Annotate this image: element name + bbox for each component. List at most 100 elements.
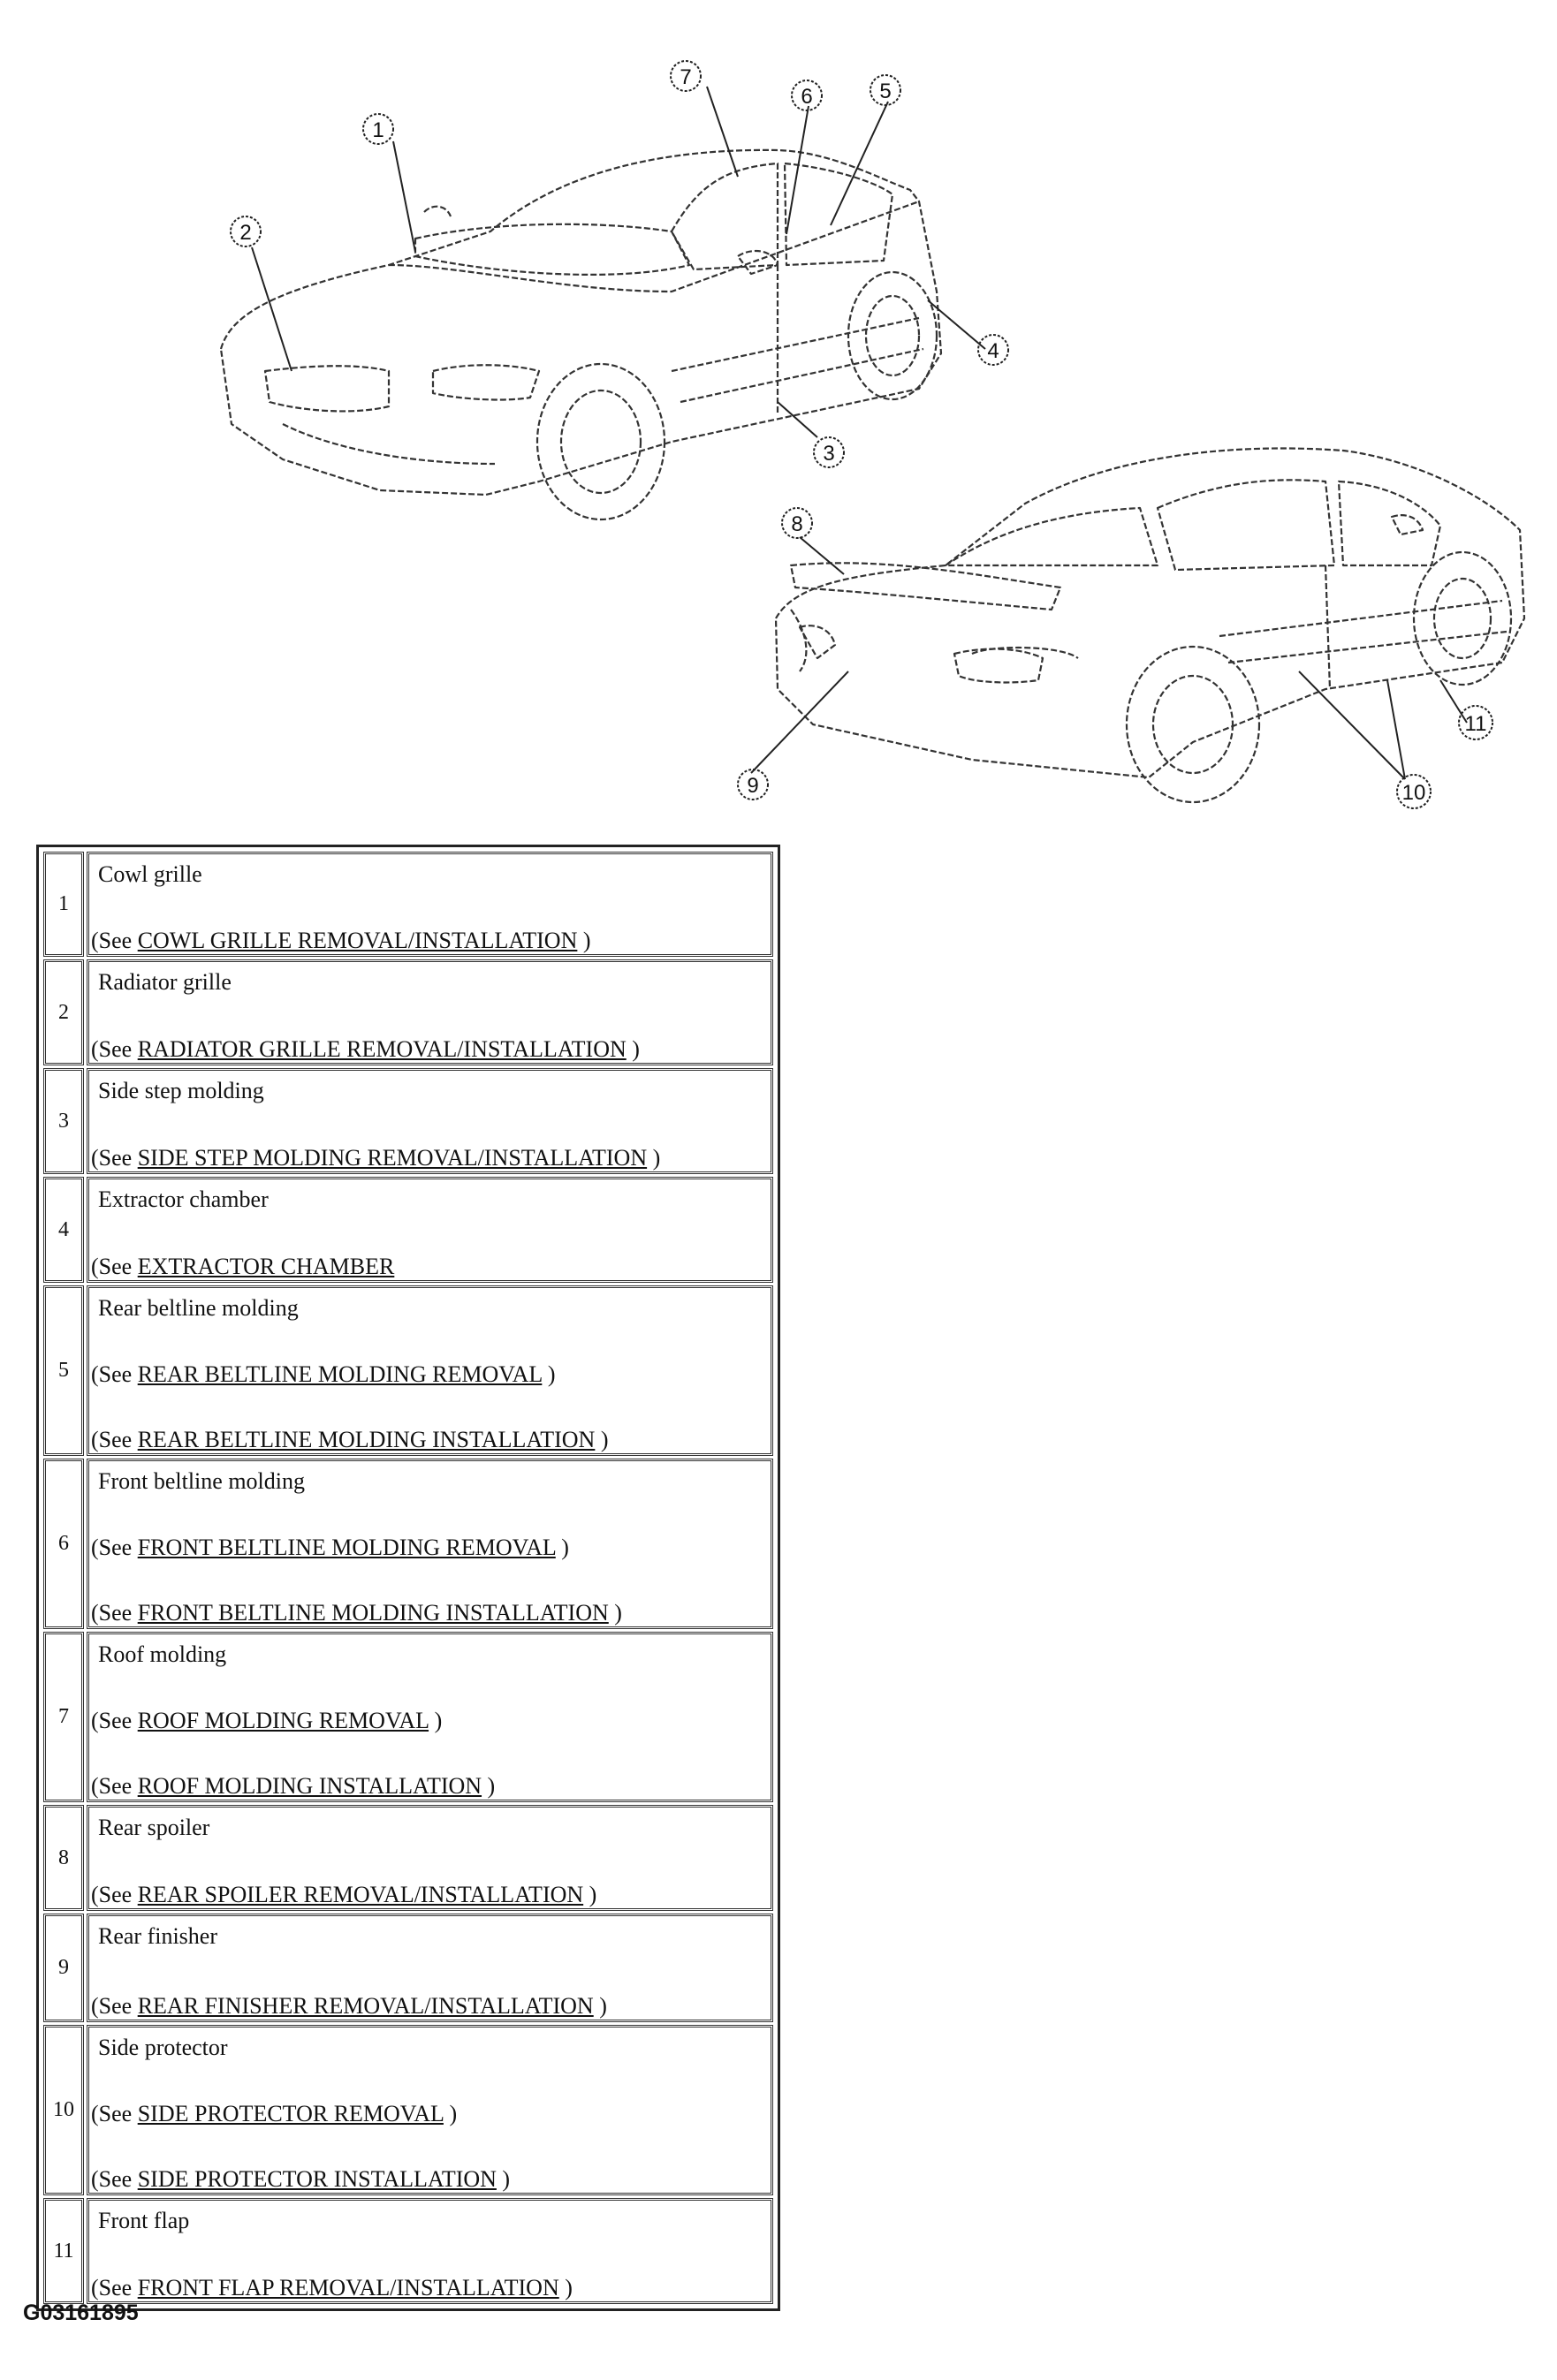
- reference-suffix: ): [647, 1145, 661, 1171]
- part-number: 5: [43, 1285, 84, 1456]
- procedure-reference: (See FRONT BELTLINE MOLDING INSTALLATION…: [91, 1600, 771, 1626]
- svg-text:3: 3: [823, 442, 834, 466]
- reference-suffix: ): [626, 1036, 640, 1062]
- callout-5: 5: [870, 74, 901, 106]
- part-description: Extractor chamber(See EXTRACTOR CHAMBER: [87, 1177, 773, 1283]
- part-name: Front flap: [98, 2208, 190, 2233]
- procedure-link[interactable]: EXTRACTOR CHAMBER: [137, 1254, 395, 1279]
- reference-prefix: (See: [91, 2275, 138, 2300]
- procedure-reference: (See ROOF MOLDING REMOVAL ): [91, 1707, 771, 1734]
- procedure-link[interactable]: COWL GRILLE REMOVAL/INSTALLATION: [137, 928, 578, 953]
- procedure-link[interactable]: FRONT BELTLINE MOLDING REMOVAL: [137, 1534, 556, 1560]
- part-description-content: Front beltline molding (See FRONT BELTLIN…: [91, 1461, 771, 1626]
- callout-11: 11: [1458, 705, 1493, 740]
- procedure-reference: (See SIDE STEP MOLDING REMOVAL/INSTALLAT…: [91, 1145, 771, 1171]
- part-number: 8: [43, 1805, 84, 1911]
- part-name: Roof molding: [98, 1641, 227, 1667]
- procedure-reference: (See REAR BELTLINE MOLDING INSTALLATION …: [91, 1427, 771, 1453]
- svg-text:5: 5: [879, 80, 891, 103]
- reference-suffix: ): [608, 1600, 622, 1626]
- procedure-reference: (See COWL GRILLE REMOVAL/INSTALLATION ): [91, 928, 771, 954]
- svg-text:8: 8: [791, 512, 802, 536]
- rear-car-drawing: [774, 447, 1526, 804]
- part-description: Rear finisher (See REAR FINISHER REMOVAL/…: [87, 1914, 773, 2022]
- part-name: Front beltline molding: [98, 1468, 305, 1494]
- part-name: Rear finisher: [98, 1923, 218, 1949]
- reference-suffix: ): [595, 1427, 609, 1452]
- procedure-link[interactable]: FRONT FLAP REMOVAL/INSTALLATION: [137, 2275, 559, 2300]
- procedure-reference: (See EXTRACTOR CHAMBER: [91, 1254, 771, 1280]
- procedure-link[interactable]: SIDE PROTECTOR REMOVAL: [137, 2100, 444, 2126]
- figure-code: G03161895: [23, 2300, 139, 2325]
- part-name: Rear spoiler: [98, 1815, 210, 1840]
- part-description: Front beltline molding (See FRONT BELTLIN…: [87, 1459, 773, 1629]
- part-description: Rear beltline molding(See REAR BELTLINE …: [87, 1285, 773, 1456]
- part-number: 2: [43, 959, 84, 1065]
- part-description: Side protector (See SIDE PROTECTOR REMOVA…: [87, 2025, 773, 2195]
- part-number: 4: [43, 1177, 84, 1283]
- procedure-reference: (See SIDE PROTECTOR REMOVAL ): [91, 2100, 771, 2127]
- reference-prefix: (See: [91, 1993, 138, 2019]
- part-name: Side step molding: [98, 1078, 264, 1103]
- procedure-link[interactable]: REAR BELTLINE MOLDING REMOVAL: [137, 1361, 543, 1387]
- part-row-6: 6 Front beltline molding (See FRONT BELTLI…: [43, 1459, 773, 1629]
- svg-text:11: 11: [1465, 712, 1487, 736]
- part-description: Rear spoiler (See REAR SPOILER REMOVAL/IN…: [87, 1805, 773, 1911]
- procedure-link[interactable]: RADIATOR GRILLE REMOVAL/INSTALLATION: [137, 1036, 627, 1062]
- reference-suffix: ): [542, 1361, 556, 1387]
- procedure-link[interactable]: SIDE PROTECTOR INSTALLATION: [137, 2166, 497, 2192]
- procedure-link[interactable]: ROOF MOLDING INSTALLATION: [137, 1773, 482, 1799]
- procedure-reference: (See REAR BELTLINE MOLDING REMOVAL ): [91, 1361, 771, 1388]
- svg-text:4: 4: [987, 339, 999, 363]
- procedure-link[interactable]: REAR FINISHER REMOVAL/INSTALLATION: [137, 1993, 594, 2019]
- part-description-content: Roof molding(See ROOF MOLDING REMOVAL )(…: [91, 1634, 771, 1800]
- callout-3: 3: [813, 436, 845, 468]
- part-number: 9: [43, 1914, 84, 2022]
- procedure-link[interactable]: SIDE STEP MOLDING REMOVAL/INSTALLATION: [137, 1145, 648, 1171]
- reference-suffix: ): [429, 1707, 443, 1733]
- part-description-content: Extractor chamber(See EXTRACTOR CHAMBER: [91, 1179, 771, 1280]
- svg-text:10: 10: [1402, 781, 1426, 805]
- part-description-content: Rear beltline molding(See REAR BELTLINE …: [91, 1288, 771, 1453]
- reference-prefix: (See: [91, 2100, 138, 2126]
- reference-prefix: (See: [91, 1361, 138, 1387]
- reference-prefix: (See: [91, 1707, 138, 1733]
- part-number: 6: [43, 1459, 84, 1629]
- part-name: Radiator grille: [98, 969, 232, 995]
- reference-prefix: (See: [91, 1534, 138, 1560]
- part-name: Side protector: [98, 2035, 228, 2060]
- part-description: Front flap (See FRONT FLAP REMOVAL/INSTAL…: [87, 2198, 773, 2304]
- reference-suffix: ): [555, 1534, 569, 1560]
- reference-prefix: (See: [91, 1600, 138, 1626]
- reference-suffix: ): [496, 2166, 511, 2192]
- callout-6: 6: [791, 80, 823, 111]
- callout-4: 4: [977, 334, 1009, 366]
- reference-prefix: (See: [91, 1254, 138, 1279]
- reference-prefix: (See: [91, 1427, 138, 1452]
- reference-suffix: ): [593, 1993, 607, 2019]
- reference-suffix: ): [482, 1773, 496, 1799]
- reference-prefix: (See: [91, 2166, 138, 2192]
- procedure-reference: (See ROOF MOLDING INSTALLATION ): [91, 1773, 771, 1800]
- callout-leader-lines: [251, 86, 1468, 780]
- part-description-content: Side step molding (See SIDE STEP MOLDING …: [91, 1071, 771, 1171]
- procedure-link[interactable]: REAR SPOILER REMOVAL/INSTALLATION: [137, 1882, 584, 1907]
- procedure-link[interactable]: REAR BELTLINE MOLDING INSTALLATION: [137, 1427, 596, 1452]
- procedure-link[interactable]: FRONT BELTLINE MOLDING INSTALLATION: [137, 1600, 609, 1626]
- reference-suffix: ): [443, 2100, 458, 2126]
- reference-prefix: (See: [91, 1773, 138, 1799]
- part-description-content: Rear finisher (See REAR FINISHER REMOVAL/…: [91, 1916, 771, 2020]
- procedure-link[interactable]: ROOF MOLDING REMOVAL: [137, 1707, 429, 1733]
- callout-10: 10: [1396, 774, 1432, 809]
- procedure-reference: (See REAR SPOILER REMOVAL/INSTALLATION ): [91, 1882, 771, 1908]
- part-number: 3: [43, 1068, 84, 1174]
- part-description: Cowl grille(See COWL GRILLE REMOVAL/INST…: [87, 852, 773, 957]
- part-description-content: Radiator grille(See RADIATOR GRILLE REMO…: [91, 962, 771, 1063]
